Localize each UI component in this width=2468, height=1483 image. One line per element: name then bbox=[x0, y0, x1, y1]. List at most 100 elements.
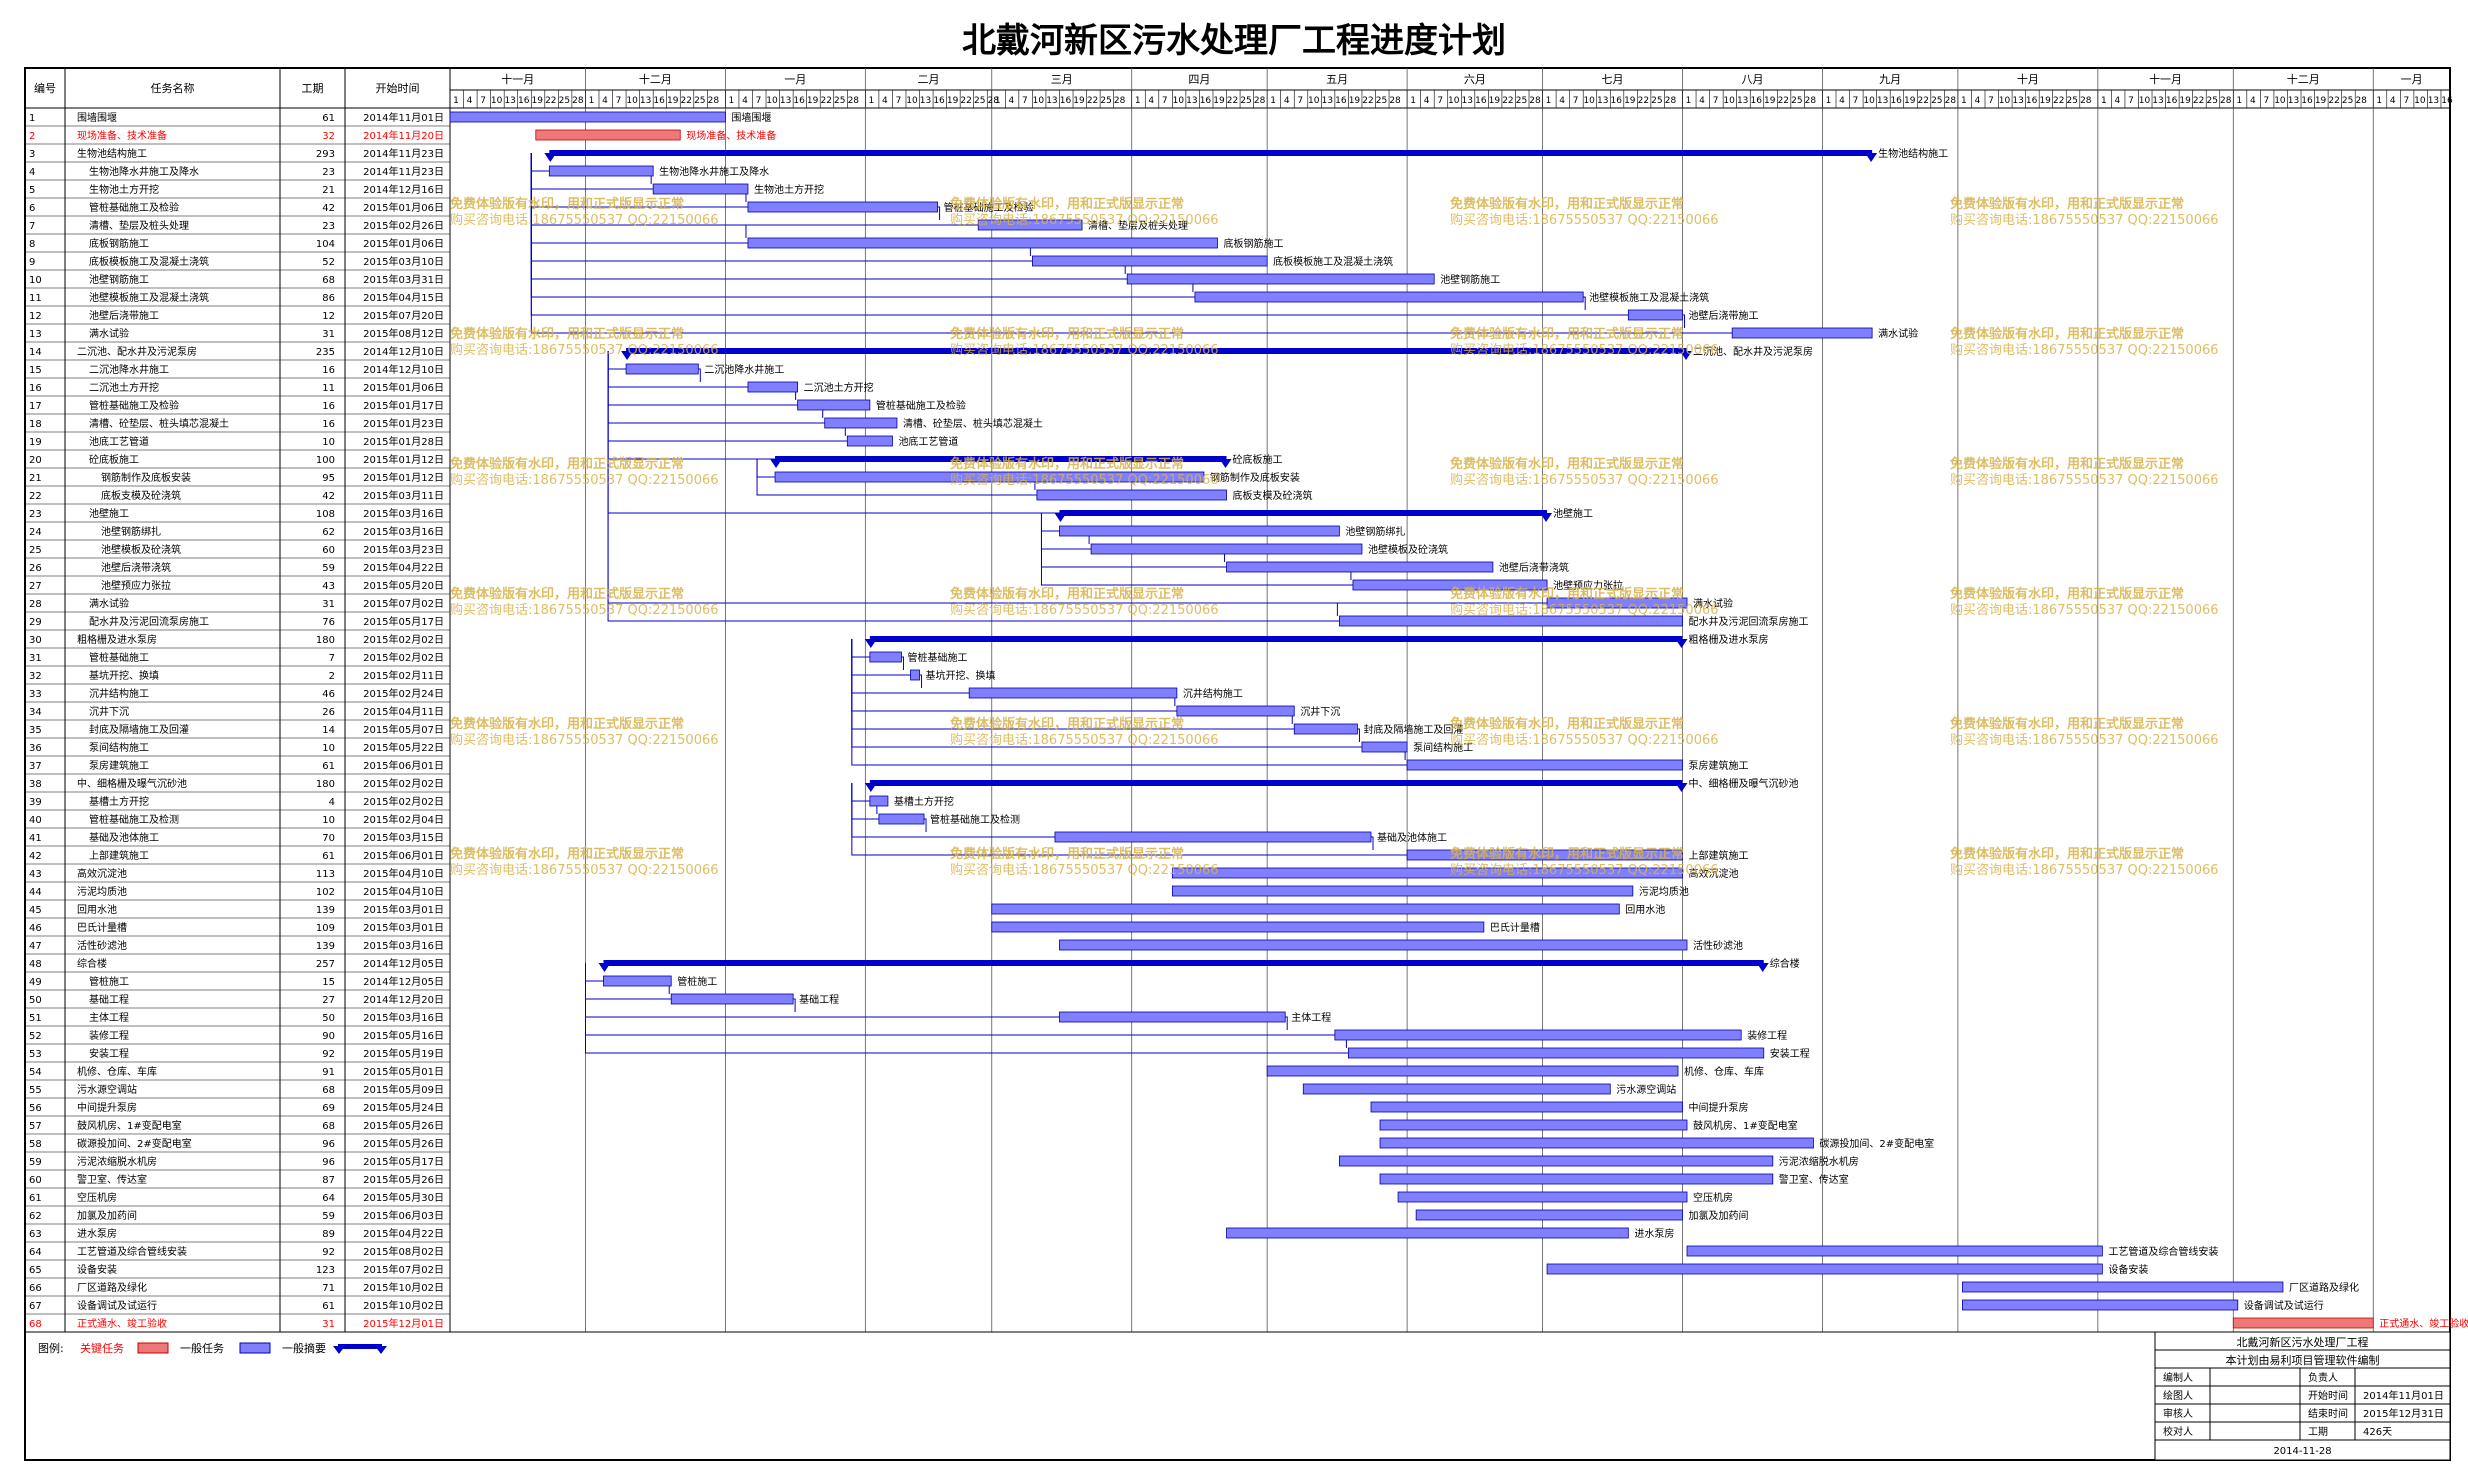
task-duration: 102 bbox=[316, 887, 335, 898]
task-id: 68 bbox=[29, 1319, 42, 1330]
task-start: 2015年02月02日 bbox=[363, 777, 444, 790]
bar-label: 泵间结构施工 bbox=[1413, 741, 1473, 754]
task-start: 2015年05月30日 bbox=[363, 1191, 444, 1204]
task-duration: 12 bbox=[322, 311, 335, 322]
task-duration: 139 bbox=[316, 905, 335, 916]
bar-label: 池底工艺管道 bbox=[898, 435, 958, 448]
dependency-link bbox=[607, 351, 1340, 622]
task-name: 综合楼 bbox=[77, 957, 107, 970]
task-start: 2015年05月19日 bbox=[363, 1047, 444, 1060]
bar-label: 底板钢筋施工 bbox=[1223, 237, 1283, 250]
bar-label: 二沉池降水井施工 bbox=[704, 363, 784, 376]
task-name: 上部建筑施工 bbox=[89, 849, 149, 862]
bar-label: 巴氏计量槽 bbox=[1490, 921, 1540, 934]
task-bar bbox=[1406, 759, 1683, 771]
legend-summary-cap bbox=[333, 1346, 345, 1354]
day-tick-label: 22 bbox=[2328, 96, 2339, 106]
task-duration: 14 bbox=[322, 725, 335, 736]
task-id: 14 bbox=[29, 347, 42, 358]
day-tick-label: 28 bbox=[1529, 96, 1541, 106]
task-name: 生物池降水井施工及降水 bbox=[89, 165, 199, 178]
day-tick-label: 4 bbox=[1839, 96, 1845, 106]
day-tick-label: 28 bbox=[572, 96, 584, 106]
task-bar bbox=[1379, 1137, 1814, 1149]
day-tick-label: 1 bbox=[1135, 96, 1141, 106]
day-tick-label: 28 bbox=[848, 96, 860, 106]
summary-cap-end bbox=[1675, 783, 1688, 792]
task-bar bbox=[1171, 867, 1683, 879]
day-tick-label: 22 bbox=[2193, 96, 2204, 106]
sequence-link bbox=[745, 224, 1083, 238]
watermark-text: 购买咨询电话:18675550537 QQ:22150066 bbox=[1950, 342, 2219, 358]
task-id: 45 bbox=[29, 905, 42, 916]
task-name: 二沉池降水井施工 bbox=[89, 363, 169, 376]
task-start: 2015年03月10日 bbox=[363, 255, 444, 268]
task-bar bbox=[910, 669, 920, 681]
day-tick-label: 4 bbox=[1424, 96, 1430, 106]
bar-label: 安装工程 bbox=[1770, 1047, 1810, 1060]
watermark-text: 免费体验版有水印，用和正式版显示正常 bbox=[1450, 196, 1684, 212]
task-bar bbox=[977, 219, 1083, 231]
task-name: 污泥均质池 bbox=[77, 885, 127, 898]
task-start: 2015年06月01日 bbox=[363, 849, 444, 862]
task-name: 生物池土方开挖 bbox=[89, 183, 159, 196]
day-tick-label: 7 bbox=[2264, 96, 2270, 106]
watermark-text: 购买咨询电话:18675550537 QQ:22150066 bbox=[950, 472, 1219, 488]
task-start: 2015年12月01日 bbox=[363, 1317, 444, 1330]
task-bar bbox=[747, 381, 799, 393]
task-start: 2015年07月02日 bbox=[363, 1263, 444, 1276]
task-duration: 104 bbox=[316, 239, 335, 250]
task-duration: 100 bbox=[316, 455, 335, 466]
day-tick-label: 13 bbox=[920, 96, 931, 106]
bar-label: 池壁后浇带施工 bbox=[1689, 309, 1759, 322]
task-name: 清槽、砼垫层、桩头填芯混凝土 bbox=[89, 417, 229, 430]
task-bar bbox=[1054, 831, 1372, 843]
month-label: 十二月 bbox=[639, 72, 672, 86]
task-duration: 139 bbox=[316, 941, 335, 952]
header-start: 开始时间 bbox=[376, 81, 420, 95]
task-id: 67 bbox=[29, 1301, 42, 1312]
task-start: 2014年12月10日 bbox=[363, 345, 444, 358]
task-id: 4 bbox=[29, 167, 35, 178]
task-start: 2014年11月23日 bbox=[363, 147, 444, 160]
day-tick-label: 19 bbox=[807, 96, 819, 106]
task-name: 沉井结构施工 bbox=[89, 687, 149, 700]
watermark-text: 免费体验版有水印，用和正式版显示正常 bbox=[450, 456, 684, 472]
bar-label: 污泥均质池 bbox=[1639, 885, 1689, 898]
day-tick-label: 7 bbox=[1162, 96, 1168, 106]
day-tick-label: 10 bbox=[1173, 96, 1185, 106]
day-tick-label: 16 bbox=[518, 96, 530, 106]
day-tick-label: 10 bbox=[1999, 96, 2011, 106]
day-tick-label: 16 bbox=[1611, 96, 1623, 106]
month-label: 三月 bbox=[1051, 73, 1073, 86]
task-bar bbox=[652, 183, 749, 195]
summary-bar bbox=[603, 960, 1764, 966]
task-id: 6 bbox=[29, 203, 35, 214]
task-bar bbox=[1546, 1263, 2103, 1275]
task-id: 26 bbox=[29, 563, 42, 574]
day-tick-label: 19 bbox=[1349, 96, 1361, 106]
task-bar bbox=[1686, 1245, 2103, 1257]
watermark-text: 免费体验版有水印，用和正式版显示正常 bbox=[450, 586, 684, 602]
day-tick-label: 1 bbox=[1826, 96, 1832, 106]
task-bar bbox=[1334, 1029, 1742, 1041]
month-label: 四月 bbox=[1188, 73, 1210, 86]
bar-label: 封底及隔墙施工及回灌 bbox=[1363, 723, 1463, 736]
watermark-text: 免费体验版有水印，用和正式版显示正常 bbox=[450, 716, 684, 732]
day-tick-label: 10 bbox=[491, 96, 503, 106]
task-start: 2015年04月10日 bbox=[363, 867, 444, 880]
task-bar bbox=[1031, 255, 1268, 267]
bar-label: 装修工程 bbox=[1747, 1029, 1787, 1042]
task-id: 52 bbox=[29, 1031, 42, 1042]
task-duration: 23 bbox=[322, 167, 335, 178]
task-bar bbox=[1293, 723, 1358, 735]
watermark-text: 免费体验版有水印，用和正式版显示正常 bbox=[450, 196, 684, 212]
day-tick-label: 4 bbox=[2250, 96, 2256, 106]
task-duration: 69 bbox=[322, 1103, 335, 1114]
summary-bar bbox=[1059, 510, 1548, 516]
day-tick-label: 19 bbox=[1073, 96, 1085, 106]
task-duration: 7 bbox=[329, 653, 335, 664]
task-id: 22 bbox=[29, 491, 42, 502]
dependency-link bbox=[851, 639, 1408, 766]
dependency-link bbox=[851, 783, 1408, 856]
